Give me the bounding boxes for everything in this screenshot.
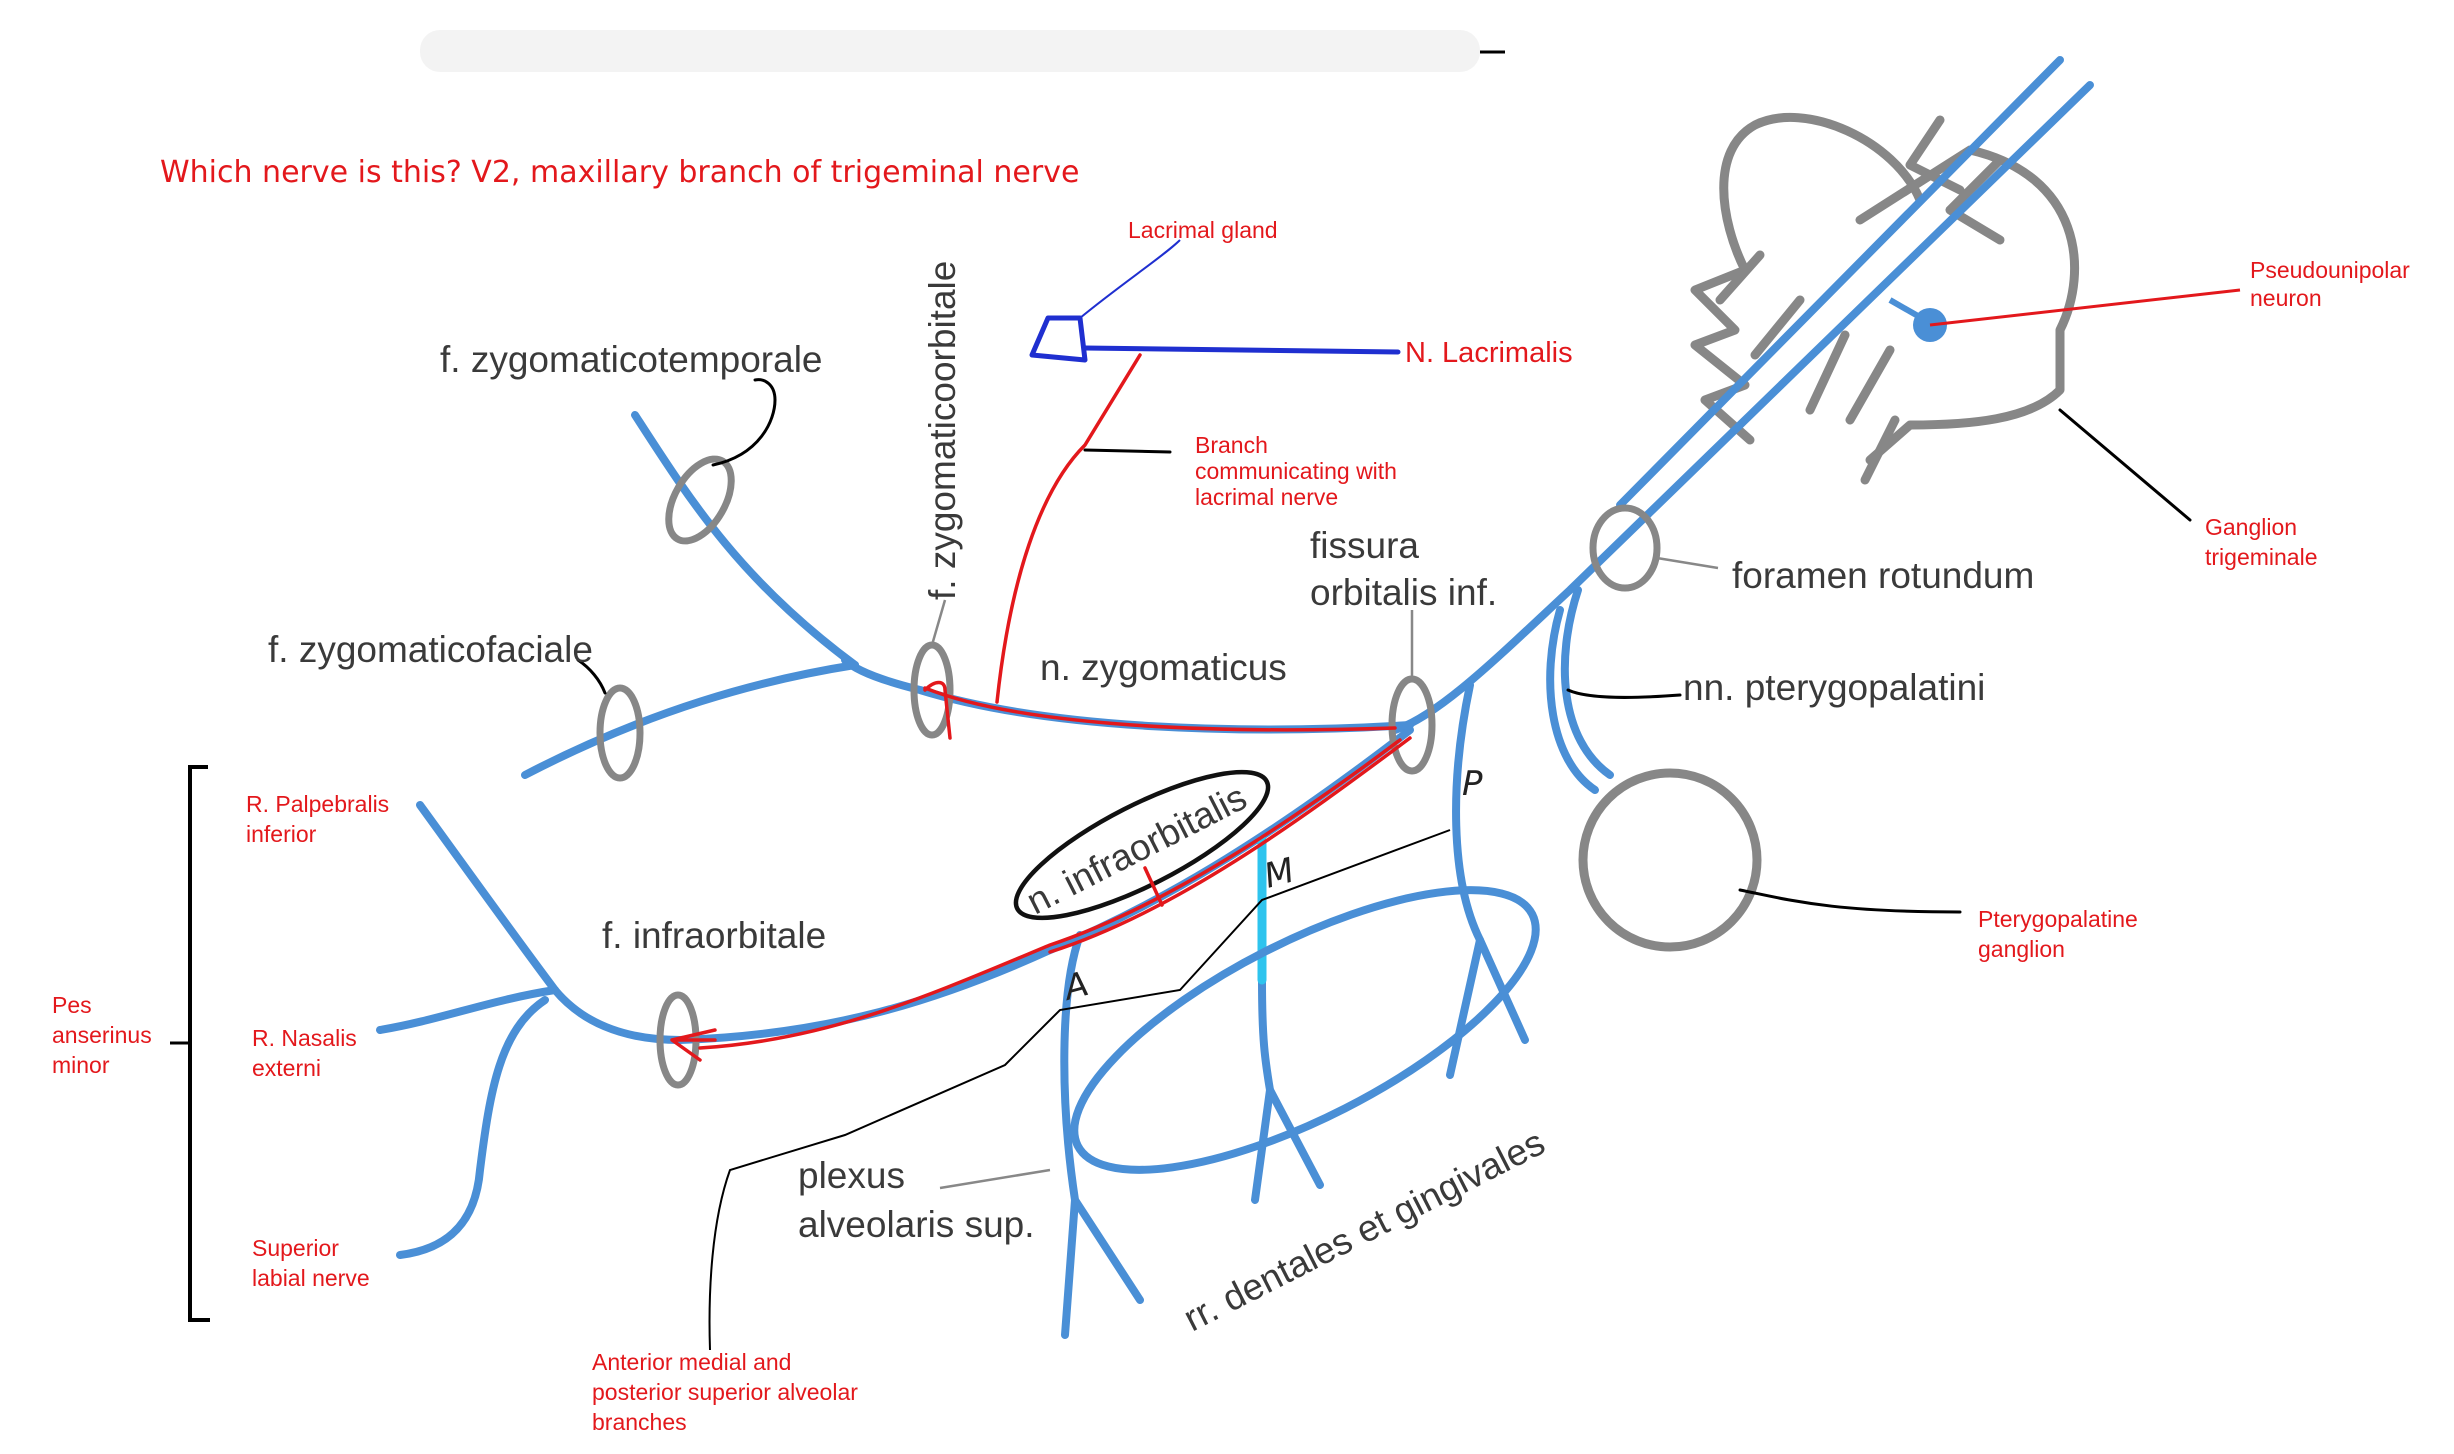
label-f-zygomaticofaciale: f. zygomaticofaciale bbox=[268, 629, 593, 670]
posterior-alveolar-sub bbox=[1446, 936, 1484, 1079]
foramen-rotundum-ring bbox=[1589, 504, 1661, 592]
label-plexus-line1: plexus bbox=[798, 1155, 905, 1196]
annotation-anterior-medial-2: posterior superior alveolar bbox=[592, 1379, 858, 1405]
motor-root bbox=[1616, 56, 2064, 509]
annotation-ganglion-trig-2: trigeminale bbox=[2205, 544, 2318, 570]
annotation-pseudounipolar-1: Pseudounipolar bbox=[2250, 257, 2410, 283]
annotation-pes-anserinus-2: anserinus bbox=[52, 1022, 152, 1048]
annotation-ganglion-trig-1: Ganglion bbox=[2205, 514, 2297, 540]
label-nn-pterygopalatini: nn. pterygopalatini bbox=[1683, 667, 1985, 708]
superior-labial-branch bbox=[396, 996, 549, 1259]
lacrimal-gland-shape bbox=[1029, 315, 1088, 363]
annotation-n-lacrimalis: N. Lacrimalis bbox=[1405, 337, 1573, 369]
leader-branch-communicating bbox=[1083, 448, 1172, 454]
label-fissura-line1: fissura bbox=[1310, 525, 1419, 566]
r-nasalis-branch bbox=[376, 986, 559, 1034]
maxillary-trunk bbox=[1391, 81, 2094, 734]
erased-smudge bbox=[420, 30, 1480, 72]
label-f-zygomaticoorbitale: f. zygomaticoorbitale bbox=[922, 261, 963, 600]
f-zygomaticofaciale-ring bbox=[596, 684, 644, 782]
leader-pseudounipolar bbox=[1929, 288, 2241, 327]
pterygopalatine-ganglion bbox=[1578, 768, 1762, 952]
plexus-alveolaris-ring bbox=[1070, 886, 1540, 1174]
label-n-infraorbitalis: n. infraorbitalis bbox=[1020, 776, 1253, 922]
annotation-r-nasalis-1: R. Nasalis bbox=[252, 1025, 357, 1051]
annotation-pterygopalatine-1: Pterygopalatine bbox=[1978, 906, 2138, 932]
leader-pterygopalatine-ganglion bbox=[1738, 888, 1962, 914]
anterior-alveolar-branch bbox=[1060, 931, 1144, 1304]
n-lacrimalis-line bbox=[1082, 345, 1401, 355]
label-plexus-line2: alveolaris sup. bbox=[798, 1204, 1035, 1245]
r-palpebralis-branch bbox=[416, 801, 559, 994]
leader-foramen-rotundum bbox=[1656, 556, 1719, 570]
red-infraorbital-trace bbox=[698, 738, 1402, 1050]
middle-alveolar-sub bbox=[1258, 976, 1324, 1189]
ganglion-trigeminale bbox=[1690, 112, 2080, 485]
red-arrow-head bbox=[670, 1028, 717, 1062]
leader-zygomaticoorbitale bbox=[930, 599, 947, 646]
annotation-branch-comm-3: lacrimal nerve bbox=[1195, 484, 1338, 510]
anterior-alveolar-sub bbox=[1061, 1196, 1079, 1339]
label-fissura-line2: orbitalis inf. bbox=[1310, 572, 1497, 613]
annotation-lacrimal-gland: Lacrimal gland bbox=[1128, 217, 1278, 243]
nn-pterygopalatini-1 bbox=[1560, 586, 1614, 779]
leader-ganglion-trigeminale bbox=[2058, 408, 2192, 522]
pes-anserinus-bracket bbox=[188, 765, 210, 1322]
red-zygomatic-trace bbox=[923, 686, 1397, 732]
lacrimal-gland-leader bbox=[1079, 239, 1181, 319]
annotation-pes-anserinus-1: Pes bbox=[52, 992, 92, 1018]
annotation-branch-comm-1: Branch bbox=[1195, 432, 1268, 458]
n-infraorbitalis-capsule bbox=[1013, 769, 1271, 921]
annotation-pseudounipolar-2: neuron bbox=[2250, 285, 2322, 311]
annotation-anterior-medial-1: Anterior medial and bbox=[592, 1349, 791, 1375]
nn-pterygopalatini-2 bbox=[1546, 606, 1599, 794]
red-communicating-branch bbox=[995, 353, 1142, 704]
annotation-anterior-medial-3: branches bbox=[592, 1409, 687, 1435]
annotation-r-nasalis-2: externi bbox=[252, 1055, 321, 1081]
question-title: Which nerve is this? V2, maxillary branc… bbox=[160, 155, 1079, 190]
label-n-zygomaticus: n. zygomaticus bbox=[1040, 647, 1287, 688]
leader-zygomaticofaciale bbox=[576, 658, 607, 695]
red-infraorbital-trace-2 bbox=[1048, 736, 1412, 954]
label-foramen-rotundum: foramen rotundum bbox=[1732, 555, 2034, 596]
handwritten-p: P bbox=[1462, 764, 1483, 804]
zygomaticofacial-branch bbox=[521, 661, 859, 779]
annotation-r-palpebralis-1: R. Palpebralis bbox=[246, 791, 389, 817]
annotation-branch-comm-2: communicating with bbox=[1195, 458, 1397, 484]
leader-anterior-medial bbox=[708, 829, 1451, 1351]
label-f-infraorbitale: f. infraorbitale bbox=[602, 915, 826, 956]
annotation-superior-labial-1: Superior bbox=[252, 1235, 339, 1261]
posterior-alveolar-branch bbox=[1452, 681, 1529, 1044]
leader-pterygopalatini bbox=[1566, 688, 1682, 699]
red-zygomaticoorbitale-hook bbox=[923, 680, 952, 740]
annotation-pes-anserinus-3: minor bbox=[52, 1052, 110, 1078]
leader-zygomaticotemporale bbox=[711, 378, 777, 467]
annotation-superior-labial-2: labial nerve bbox=[252, 1265, 370, 1291]
zygomaticotemporal-branch bbox=[631, 411, 859, 669]
annotation-pterygopalatine-2: ganglion bbox=[1978, 936, 2065, 962]
red-infraorbitalis-tick bbox=[1143, 866, 1164, 907]
label-f-zygomaticotemporale: f. zygomaticotemporale bbox=[440, 339, 823, 380]
leader-plexus bbox=[939, 1168, 1051, 1190]
annotation-r-palpebralis-2: inferior bbox=[246, 821, 317, 847]
